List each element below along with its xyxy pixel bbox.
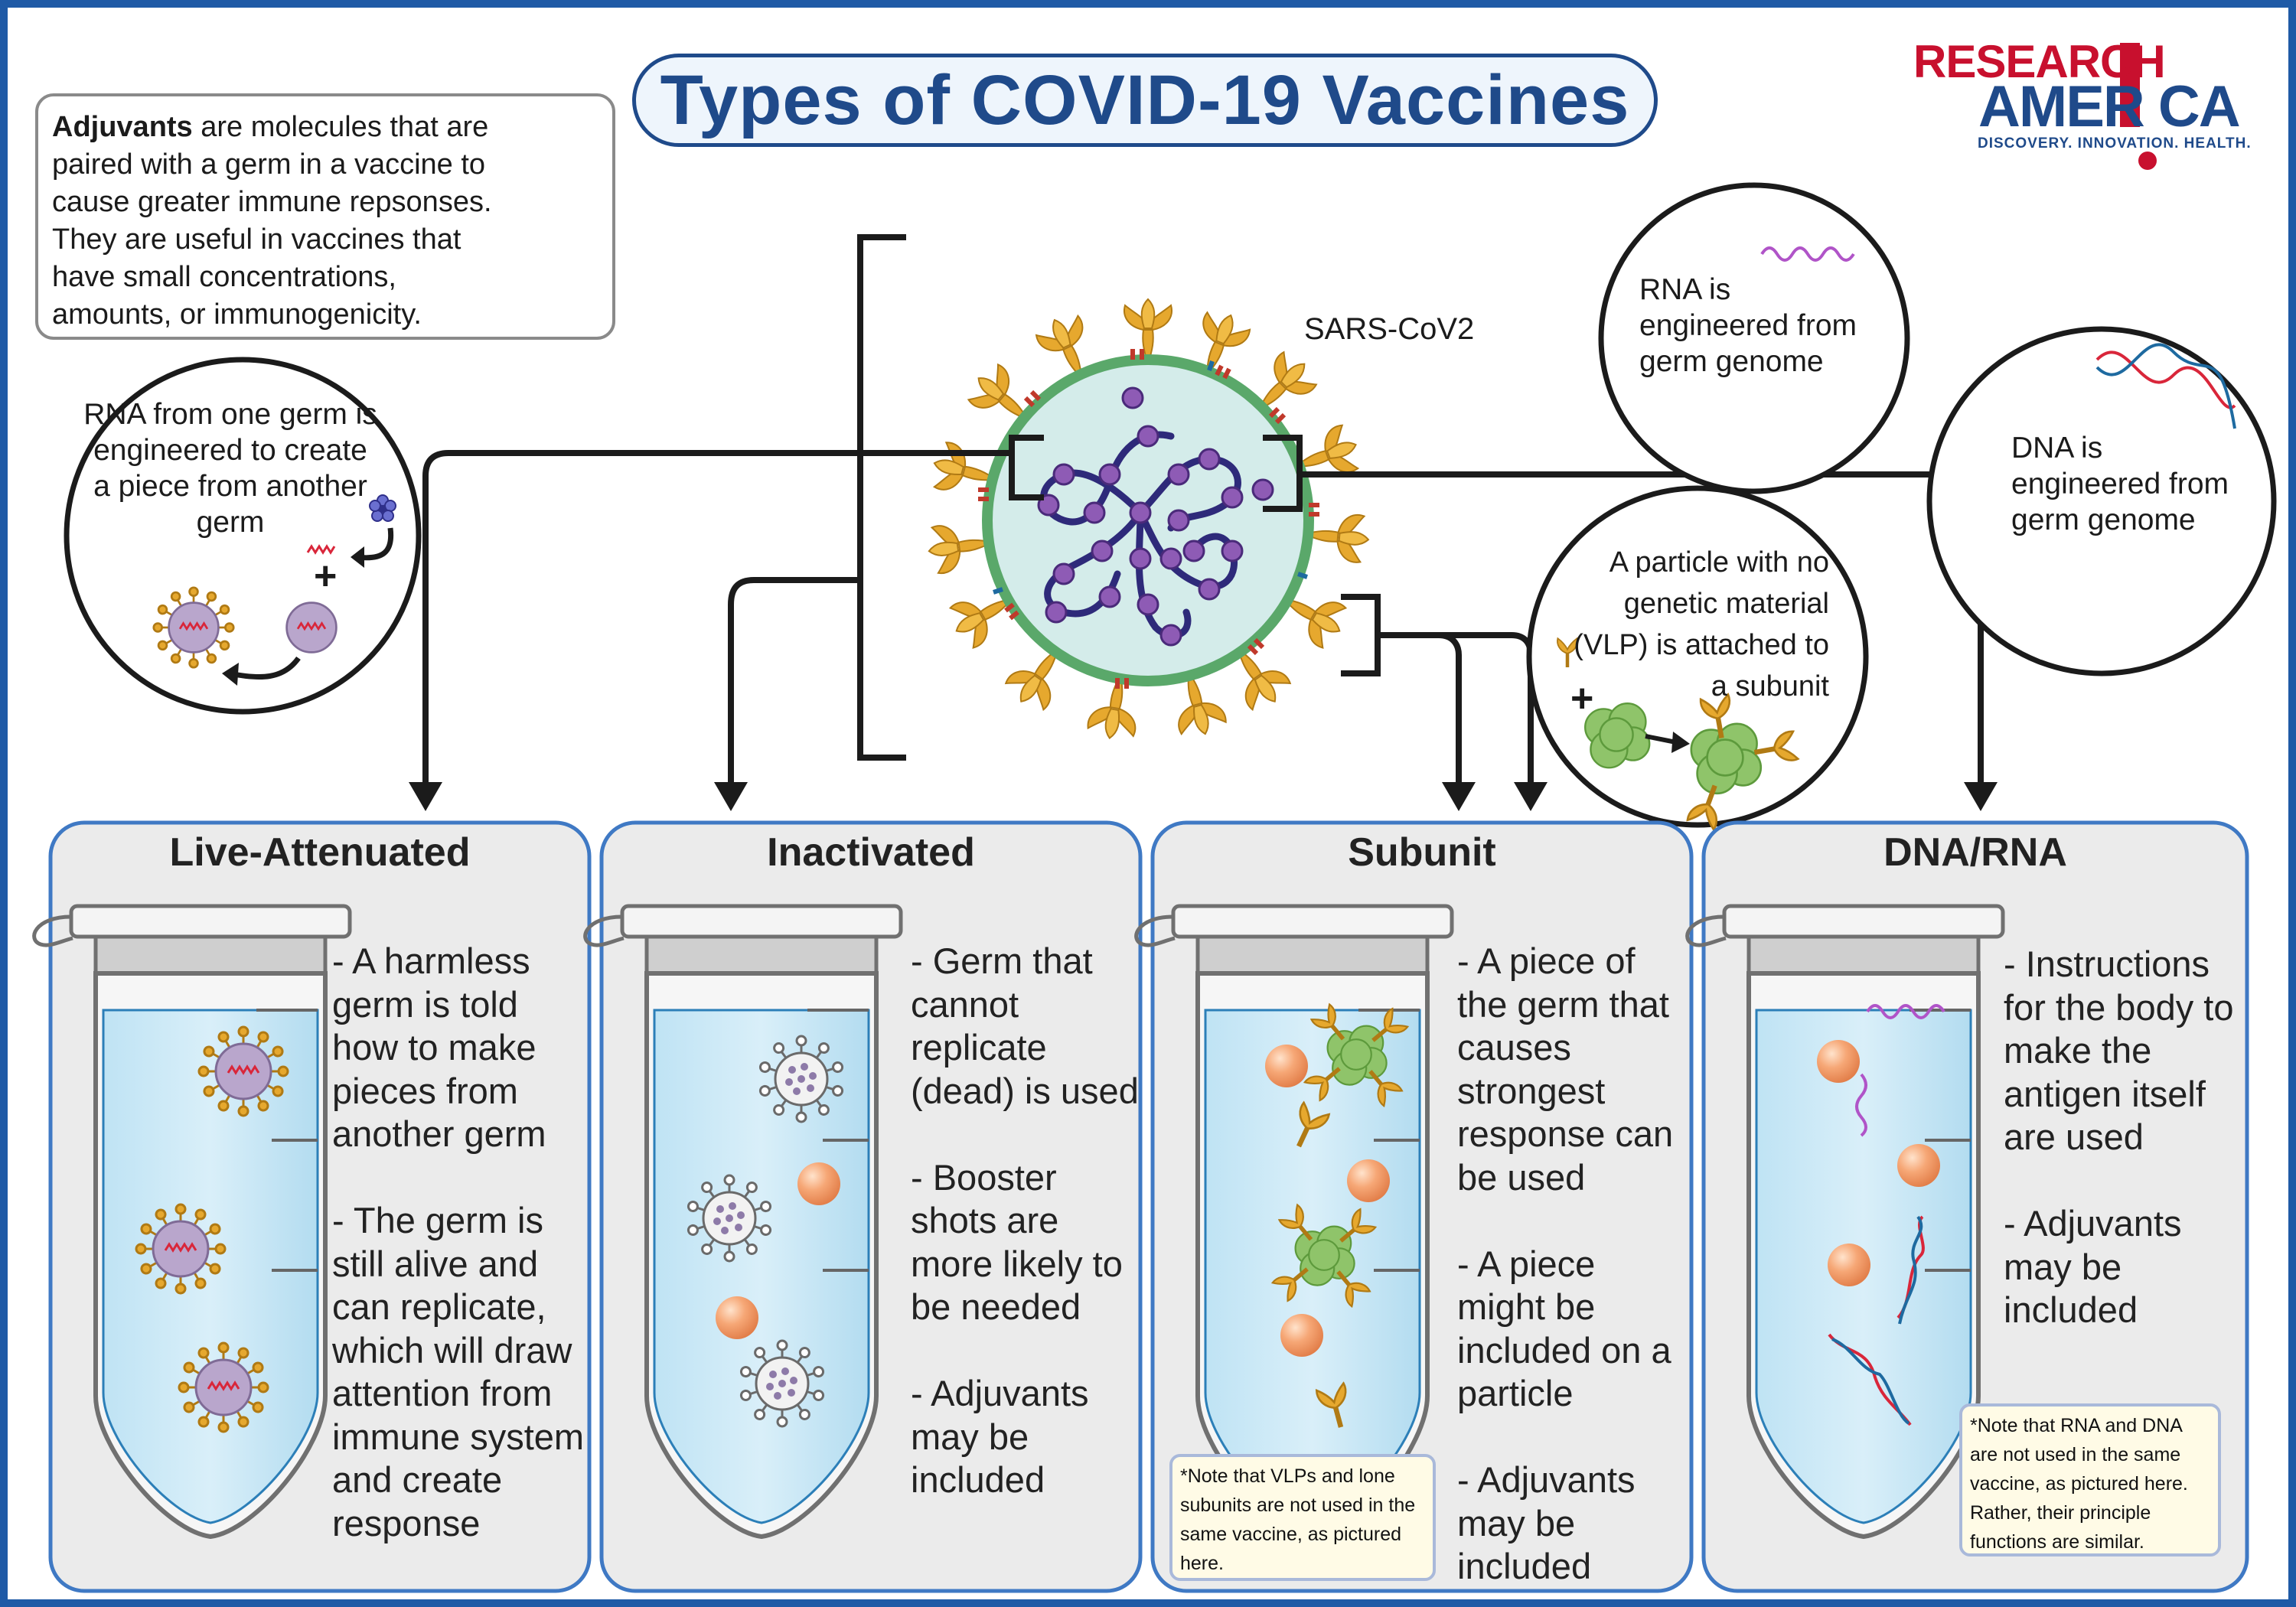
small-rna-icon [306, 544, 336, 555]
note-subunit: *Note that VLPs and lone subunits are no… [1169, 1454, 1436, 1581]
panel-live-attenuated [34, 820, 592, 1593]
adjuvant-particle [1897, 1144, 1940, 1187]
subunit-icon [1583, 702, 1651, 769]
dna-helix-icon [2095, 343, 2236, 429]
adjuvant-note-bold: Adjuvants [52, 111, 193, 143]
panel-title-inactivated: Inactivated [767, 830, 975, 875]
bullets-dna-rna: - Instructions for the body to make the … [2004, 944, 2234, 1330]
bullets-inactivated: - Germ that cannot replicate (dead) is u… [911, 940, 1139, 1500]
circle-dna [1926, 326, 2277, 676]
adjuvant-particle [716, 1296, 758, 1339]
virus-label: SARS-CoV2 [1304, 312, 1475, 346]
circle-text-rna: RNA is engineered from germ genome [1639, 273, 1857, 378]
title-text: Types of COVID-19 Vaccines [660, 60, 1630, 139]
page-title: Types of COVID-19 Vaccines [632, 54, 1658, 147]
panel-title-subunit: Subunit [1348, 830, 1496, 875]
adjuvant-note-text: are molecules that are paired with a ger… [52, 111, 492, 331]
adjuvant-particle [797, 1162, 840, 1205]
panel-inactivated [585, 820, 1143, 1593]
panel-title-dna-rna: DNA/RNA [1883, 830, 2067, 875]
adjuvant-note: Adjuvants are molecules that are paired … [35, 93, 615, 340]
sars-cov2-virus [925, 298, 1371, 743]
adjuvant-particle [1817, 1040, 1860, 1083]
circle-text-live: RNA from one germ is engineered to creat… [83, 398, 377, 539]
rna-strand [1855, 1073, 1867, 1137]
circle-text-vlp: A particle with no genetic material (VLP… [1574, 546, 1829, 702]
adjuvant-particle [1265, 1045, 1308, 1087]
note-dna-rna: *Note that RNA and DNA are not used in t… [1959, 1403, 2221, 1556]
circle-rna [1598, 182, 1910, 494]
plus-icon: + [314, 554, 337, 598]
carrier-germ-icon [285, 601, 338, 654]
vlp-plus-icon: + [1570, 676, 1593, 721]
adjuvant-particle [1280, 1314, 1323, 1357]
logo-i-bar [2120, 43, 2140, 127]
panel-title-live: Live-Attenuated [169, 830, 471, 875]
logo-tagline: DISCOVERY. INNOVATION. HEALTH. [1978, 135, 2252, 152]
rna-strand [1866, 1004, 1945, 1019]
logo-line-1: RESEARCH [1913, 36, 2166, 87]
bullets-subunit: - A piece of the germ that causes strong… [1457, 940, 1674, 1586]
rna-strand-icon [1760, 246, 1855, 262]
panel-subunit [1137, 820, 1694, 1593]
circle-text-dna: DNA is engineered from germ genome [2011, 432, 2229, 536]
arrow-heads [409, 782, 1998, 811]
germ-flower-icon [369, 494, 396, 522]
panel-dna-rna [1688, 820, 2249, 1593]
logo-line-2: AMER CA [1978, 74, 2241, 139]
adjuvant-particle [1828, 1244, 1870, 1286]
adjuvant-particle [1347, 1159, 1390, 1202]
logo-dot [2138, 152, 2157, 170]
bullets-live: - A harmless germ is told how to make pi… [332, 940, 585, 1543]
